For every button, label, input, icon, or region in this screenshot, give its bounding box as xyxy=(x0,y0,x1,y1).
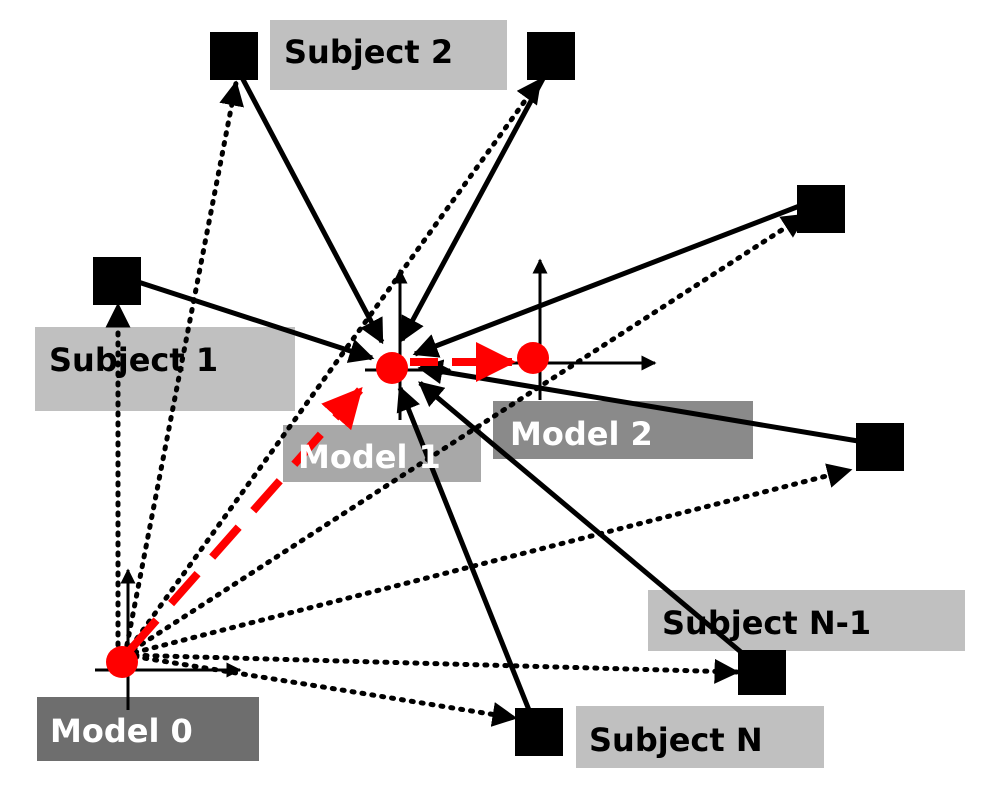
solid-arrow-from-subject-n-1 xyxy=(418,381,762,670)
subject-1-label: Subject 1 xyxy=(49,341,218,379)
dotted-arrow-to-subject-n-1 xyxy=(122,652,740,684)
model-2-point xyxy=(517,342,549,374)
subject-n-square-icon xyxy=(515,708,563,756)
solid-arrow-from-subject-1 xyxy=(131,277,375,363)
solid-arrow-from-subject-top-right xyxy=(399,73,548,343)
model-0-to-subject-links xyxy=(105,77,853,727)
subject-n-1-label: Subject N-1 xyxy=(662,604,871,642)
subject-2-square-icon xyxy=(210,32,258,80)
subject-top-right-square-icon xyxy=(527,32,575,80)
model-0-label: Model 0 xyxy=(50,712,193,750)
model-2-label-box xyxy=(493,401,753,459)
dotted-arrow-to-subject-top-right xyxy=(122,77,543,658)
subject-1-square-icon xyxy=(93,257,141,305)
model-0-label-box xyxy=(37,697,259,761)
solid-arrow-from-subject-2 xyxy=(235,68,385,345)
dotted-arrow-to-subject-n xyxy=(122,652,518,727)
model-1-label: Model 1 xyxy=(298,438,441,476)
model-2-label: Model 2 xyxy=(510,415,653,453)
subject-2-label: Subject 2 xyxy=(284,33,453,71)
solid-arrow-from-subject-n xyxy=(396,385,538,726)
subject-right-square-icon xyxy=(856,423,904,471)
subject-2-label-box xyxy=(270,20,507,90)
dotted-arrow-to-subject-right xyxy=(122,463,853,658)
solid-arrow-from-subject-upper-right xyxy=(412,197,816,358)
model-0-point xyxy=(106,646,138,678)
subject-upper-right-square-icon xyxy=(797,185,845,233)
subject-n-1-square-icon xyxy=(738,650,786,695)
subject-n-label: Subject N xyxy=(589,721,763,759)
dotted-arrow-to-subject-2 xyxy=(122,80,244,658)
subject-n-label-box xyxy=(576,706,824,768)
subject-markers xyxy=(93,32,904,756)
model-1-point xyxy=(376,352,408,384)
subject-1-label-box xyxy=(35,327,295,411)
